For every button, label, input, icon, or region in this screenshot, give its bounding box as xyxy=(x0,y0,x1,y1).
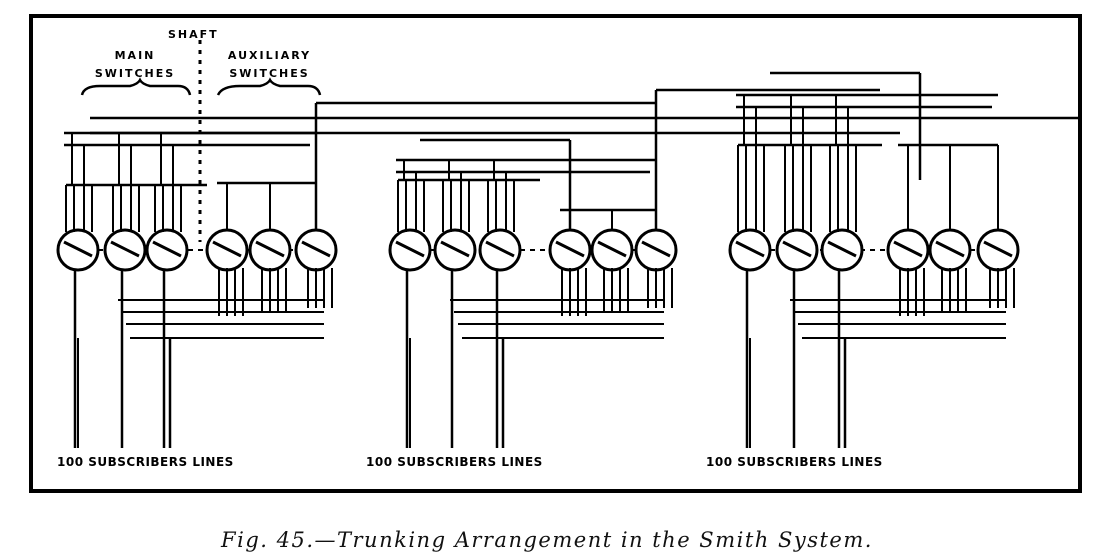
switch-wiper xyxy=(735,240,765,258)
switch-wiper xyxy=(983,240,1013,258)
main-switches-label: MAIN SWITCHES xyxy=(94,49,176,80)
switch-wiper xyxy=(597,240,627,258)
switch-wiper xyxy=(395,240,425,258)
main-switches-brace xyxy=(80,77,192,96)
switch-wiper xyxy=(63,240,93,258)
switch-wiper xyxy=(440,240,470,258)
diagram-border xyxy=(29,14,1082,493)
switch-wiper xyxy=(255,240,285,258)
switch-wiper xyxy=(485,240,515,258)
switch-wiper xyxy=(301,240,331,258)
shaft-label: SHAFT xyxy=(168,28,219,41)
switch-wiper xyxy=(827,240,857,258)
auxiliary-switches-brace xyxy=(216,77,322,96)
switch-wiper xyxy=(782,240,812,258)
auxiliary-switches-label: AUXILIARY SWITCHES xyxy=(227,49,312,80)
switch-wiper xyxy=(935,240,965,258)
figure-caption: Fig. 45.—Trunking Arrangement in the Smi… xyxy=(221,528,873,552)
switch-wiper xyxy=(555,240,585,258)
group-3-lines-label: 100 SUBSCRIBERS LINES xyxy=(706,455,883,469)
group-1-lines-label: 100 SUBSCRIBERS LINES xyxy=(57,455,234,469)
switch-wiper xyxy=(212,240,242,258)
switch-wiper xyxy=(641,240,671,258)
switch-wiper xyxy=(893,240,923,258)
switch-wiper xyxy=(110,240,140,258)
switch-wiper xyxy=(152,240,182,258)
group-2-lines-label: 100 SUBSCRIBERS LINES xyxy=(366,455,543,469)
